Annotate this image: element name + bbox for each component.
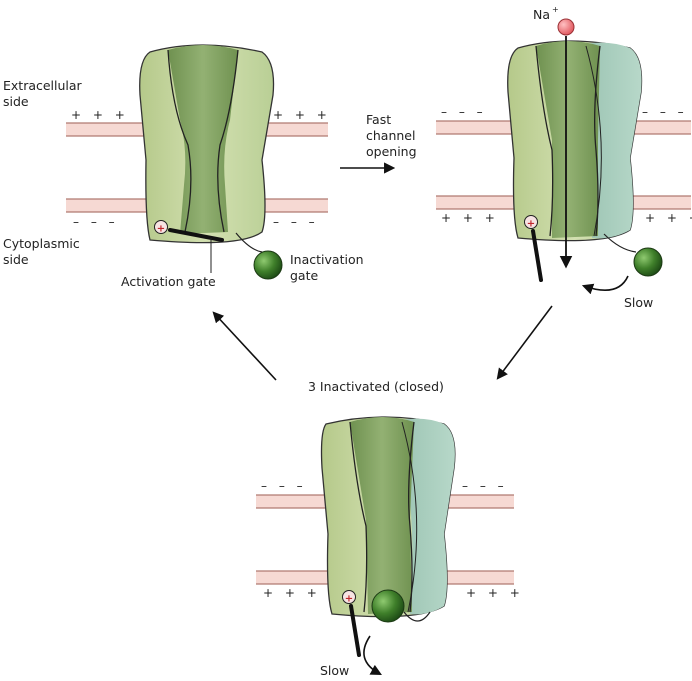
- inactivation-gate: [236, 233, 282, 279]
- charge-top-right-3: – – –: [462, 479, 508, 493]
- sodium-label: Na: [533, 7, 550, 22]
- charge-bottom-right-2: + + +: [645, 211, 692, 225]
- charge-top-left-3: – – –: [261, 479, 307, 493]
- channel-protein: [140, 45, 274, 243]
- panel-resting: +: [66, 45, 328, 279]
- slow-label-right: Slow: [624, 295, 653, 310]
- inactivated-state-label: 3 Inactivated (closed): [308, 379, 444, 394]
- charge-bottom-right-3: + + +: [466, 586, 524, 600]
- fast-opening-label-line1: Fast: [366, 112, 391, 127]
- activation-gate-charge: +: [157, 224, 165, 235]
- fast-opening-label-line2: channel: [366, 128, 415, 143]
- charge-top-left-1: + + +: [71, 108, 129, 122]
- cytoplasmic-side-label-line1: Cytoplasmic: [3, 236, 80, 251]
- inactivation-gate: [604, 234, 662, 276]
- panel-inactivated: +: [256, 417, 514, 674]
- sodium-label-charge: +: [552, 5, 559, 14]
- channel-protein: [322, 417, 455, 617]
- slow-recovery-arrow: [364, 636, 380, 674]
- channel-protein: [508, 41, 642, 241]
- panel-open: +: [436, 19, 691, 290]
- sodium-ion: [558, 19, 574, 35]
- charge-top-left-2: – – –: [441, 105, 487, 119]
- slow-label-bottom: Slow: [320, 663, 349, 678]
- activation-gate-charge: +: [527, 219, 535, 230]
- inactivation-gate-label-line2: gate: [290, 268, 318, 283]
- cytoplasmic-side-label-line2: side: [3, 252, 29, 267]
- charge-bottom-left-2: + + +: [441, 211, 499, 225]
- charge-bottom-left-3: + + +: [263, 586, 321, 600]
- fast-opening-label-line3: opening: [366, 144, 417, 159]
- charge-bottom-left-1: – – –: [73, 215, 119, 229]
- slow-return-arrow: [584, 276, 628, 290]
- charge-top-right-1: + + +: [273, 108, 331, 122]
- inactivation-arrow: [498, 306, 552, 378]
- charge-top-right-2: – – –: [642, 105, 688, 119]
- recovery-arrow: [214, 313, 276, 380]
- inactivation-gate-label-line1: Inactivation: [290, 252, 364, 267]
- activation-gate-label: Activation gate: [121, 274, 216, 289]
- extracellular-side-label-line1: Extracellular: [3, 78, 83, 93]
- charge-bottom-right-1: – – –: [273, 215, 319, 229]
- extracellular-side-label-line2: side: [3, 94, 29, 109]
- activation-gate-charge: +: [345, 594, 353, 605]
